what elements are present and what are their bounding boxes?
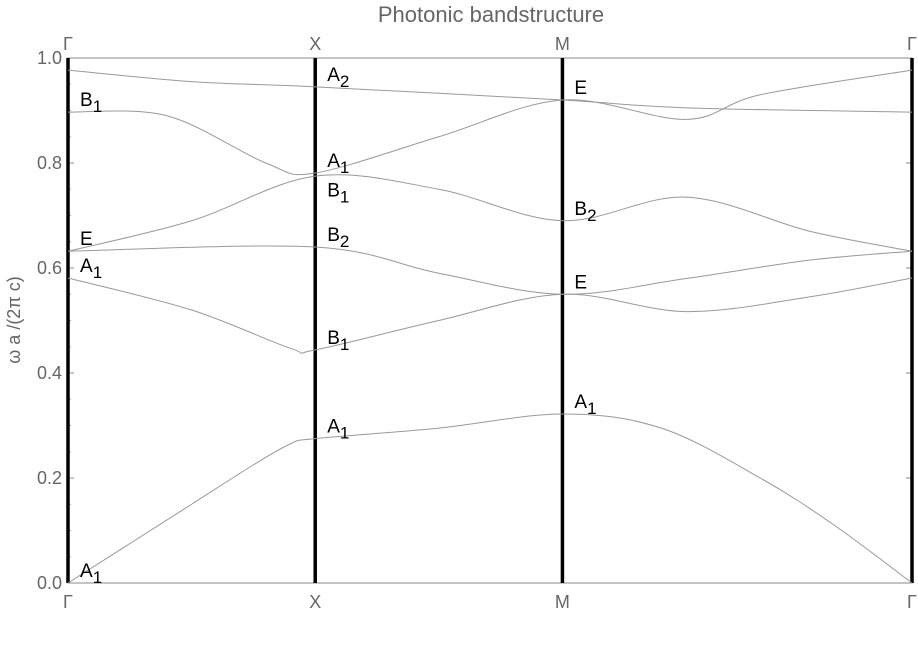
symmetry-label: A2 (327, 65, 349, 91)
band-line-band3 (67, 245, 913, 295)
symmetry-label: B2 (574, 199, 596, 225)
symmetry-label-subscript: 1 (93, 263, 102, 282)
x-tick-label: Γ (63, 592, 73, 612)
x-tick-label: M (555, 592, 570, 612)
symmetry-label: A1 (327, 151, 349, 177)
symmetry-label: A1 (574, 392, 596, 418)
band-line-band6 (67, 69, 913, 113)
symmetry-label-subscript: 2 (340, 72, 349, 91)
symmetry-label-subscript: 2 (340, 232, 349, 251)
symmetry-label: E (574, 78, 587, 99)
plot-frame (67, 57, 913, 584)
symmetry-label-subscript: 1 (93, 97, 102, 116)
chart-title: Photonic bandstructure (378, 2, 604, 27)
top-x-tick-label: M (555, 34, 570, 54)
y-axis-label: ω a /(2π c) (4, 276, 24, 364)
y-tick-label: 0.8 (37, 153, 62, 173)
symmetry-label: B2 (327, 225, 349, 251)
y-tick-label: 0.2 (37, 468, 62, 488)
symmetry-label: B1 (80, 90, 102, 116)
top-x-tick-label: X (309, 34, 321, 54)
symmetry-label-subscript: 1 (93, 568, 102, 587)
top-x-tick-label: Γ (907, 34, 917, 54)
y-tick-label: 0.0 (37, 573, 62, 593)
symmetry-label-subscript: 2 (587, 206, 596, 225)
band-line-band2 (67, 277, 913, 354)
symmetry-label-subscript: 1 (340, 424, 349, 443)
symmetry-label: A1 (327, 417, 349, 443)
symmetry-label: E (574, 272, 587, 293)
symmetry-label-subscript: 1 (587, 399, 596, 418)
symmetry-label: B1 (327, 328, 349, 354)
band-line-band4 (67, 174, 913, 252)
symmetry-label-subscript: 1 (340, 187, 349, 206)
y-tick-label: 1.0 (37, 48, 62, 68)
y-tick-label: 0.6 (37, 258, 62, 278)
symmetry-label: A1 (80, 561, 102, 587)
symmetry-label-subscript: 1 (340, 335, 349, 354)
y-tick-label: 0.4 (37, 363, 62, 383)
x-tick-label: X (309, 592, 321, 612)
symmetry-label: A1 (80, 256, 102, 282)
symmetry-label: E (80, 229, 93, 250)
band-line-band5 (67, 69, 913, 176)
x-tick-label: Γ (907, 592, 917, 612)
symmetry-label-subscript: 1 (340, 158, 349, 177)
symmetry-label: B1 (327, 180, 349, 206)
top-x-tick-label: Γ (63, 34, 73, 54)
band-line-band1 (67, 413, 913, 584)
